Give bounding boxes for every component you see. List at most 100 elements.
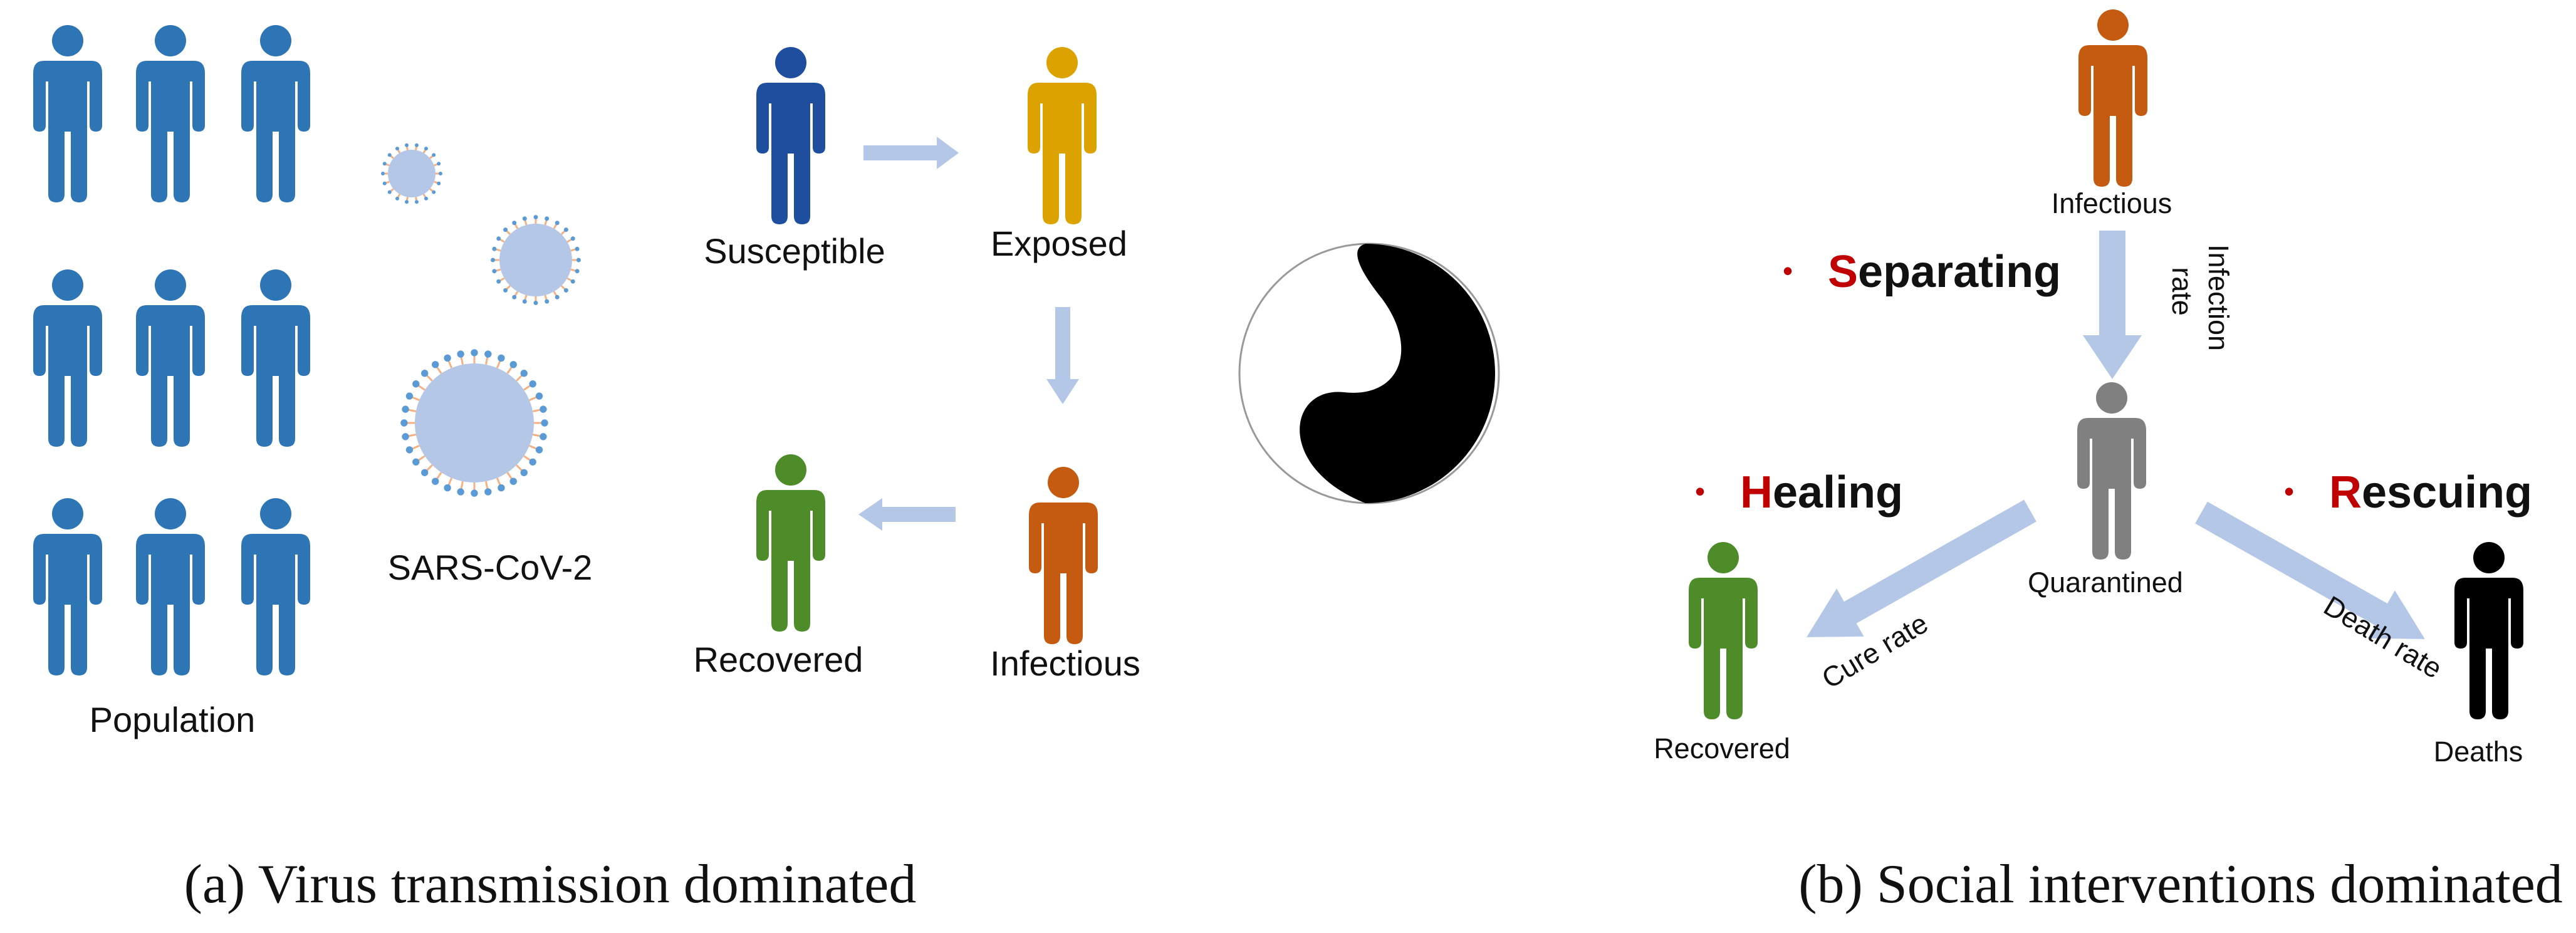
panel-b-arrows <box>1807 231 2425 639</box>
virus-spike-tip <box>424 196 428 201</box>
panel-b: Infectious Quarantined Recovered Deaths … <box>1654 9 2563 915</box>
virus-spike-tip <box>432 153 436 157</box>
separating-label: Separating <box>1828 247 2061 297</box>
bullet: • <box>1783 254 1793 287</box>
virus-spike-tip <box>503 288 508 293</box>
healing-rest: ealing <box>1773 467 1903 518</box>
arrow-icon <box>1046 307 1079 404</box>
person-icon <box>241 25 310 202</box>
person-icon <box>136 498 205 675</box>
seir-arrows <box>858 137 1079 531</box>
virus-spike-tip <box>570 279 575 284</box>
bullet: • <box>2284 475 2294 508</box>
virus-spike-tip <box>503 227 508 232</box>
virus-spike-tip <box>575 269 580 274</box>
virus-spike-tip <box>492 246 497 251</box>
virus-spike-tip <box>509 477 517 485</box>
virus-spike-tip <box>484 488 492 496</box>
virus-spike-tip <box>545 216 550 221</box>
virus-spike-tip <box>414 200 419 204</box>
infectious-person-icon <box>1029 467 1098 644</box>
virus-spike-tip <box>414 143 419 147</box>
virus-spike-tip <box>402 405 409 413</box>
virus-spike-tip <box>533 215 538 220</box>
exposed-label: Exposed <box>991 224 1127 263</box>
healing-label: Healing <box>1740 467 1903 518</box>
virus-spike-tip <box>492 269 497 274</box>
yin-yang-icon <box>1238 242 1500 504</box>
virus-spike-tip <box>509 361 517 368</box>
virus-spike-tip <box>520 469 528 476</box>
bullet: • <box>1695 475 1705 508</box>
virus-label: SARS-CoV-2 <box>388 548 593 587</box>
virus-spike-tip <box>405 446 414 454</box>
virus-spike-tip <box>432 477 439 485</box>
virus-spike-tip <box>471 349 478 357</box>
population-label: Population <box>90 700 256 739</box>
deaths-node-icon <box>2454 542 2523 719</box>
virus-spike-tip <box>382 162 387 166</box>
virus-spike-tip <box>421 370 429 377</box>
virus-spike-tip <box>570 236 575 241</box>
exposed-person-icon <box>1028 47 1097 224</box>
virus-spike-tip <box>540 433 547 440</box>
virus-spike-tip <box>412 380 420 388</box>
virus-spike-tip <box>563 288 568 293</box>
virus-spike-tip <box>555 221 560 226</box>
caption-b: (b) Social interventions dominated <box>1798 854 2563 915</box>
virus-spike-tip <box>444 354 451 362</box>
recovered-person-icon <box>756 454 825 632</box>
deaths-node-label: Deaths <box>2434 736 2523 768</box>
healing-item: • Healing <box>1695 467 1903 518</box>
infectious-node-icon <box>2078 9 2147 187</box>
virus-spike-tip <box>400 419 408 427</box>
virus-spike-tip <box>522 299 527 304</box>
person-icon <box>33 25 102 202</box>
virus-spike-tip <box>405 392 414 400</box>
cure-arrow-icon <box>1807 499 2036 637</box>
healing-initial: H <box>1740 467 1773 518</box>
recovered-label: Recovered <box>694 640 863 679</box>
virus-spike-tip <box>387 190 392 194</box>
virus-spike-tip <box>529 458 536 466</box>
virus-spike-tip <box>540 405 547 413</box>
death-arrow-icon <box>2195 501 2425 639</box>
infectious-label: Infectious <box>990 644 1140 683</box>
virus-spike-tip <box>498 354 505 362</box>
infection-rate-line2: rate <box>2166 267 2198 316</box>
person-icon <box>136 269 205 447</box>
virus-spike-tip <box>529 380 536 388</box>
panel-a: Population SARS-CoV-2 Susceptible Expose… <box>33 25 1500 915</box>
virus-spike-tip <box>457 488 464 496</box>
virus-spike-tip <box>535 392 543 400</box>
infection-rate-line1: Infection <box>2203 244 2234 351</box>
virus-spike-tip <box>555 294 560 300</box>
virus-spike-tip <box>484 350 492 358</box>
virus-spike-tip <box>439 172 442 175</box>
virus-spike-tip <box>382 181 387 185</box>
population-group <box>33 25 310 675</box>
rescuing-item: • Rescuing <box>2284 467 2532 518</box>
caption-a: (a) Virus transmission dominated <box>184 854 917 915</box>
virus-spike-tip <box>498 484 505 492</box>
person-icon <box>33 269 102 447</box>
virus-spike-tip <box>575 246 580 251</box>
virus-spike-tip <box>432 190 436 194</box>
quarantined-node-label: Quarantined <box>2028 566 2183 598</box>
virus-spike-tip <box>437 181 441 185</box>
virus-spike-tip <box>535 446 543 454</box>
virus-spike-tip <box>563 227 568 232</box>
virus-spike-tip <box>491 258 496 263</box>
susceptible-person-icon <box>756 47 825 224</box>
arrow-icon <box>863 137 959 169</box>
virus-spike-tip <box>533 300 538 305</box>
virus-spike-tip <box>496 279 501 284</box>
rescuing-initial: R <box>2329 467 2362 518</box>
virus-spike-tip <box>405 200 409 204</box>
separating-rest: eparating <box>1858 247 2061 297</box>
infectious-node-label: Infectious <box>2052 187 2172 219</box>
virus-spike-tip <box>412 458 420 466</box>
recovered-node-icon <box>1689 542 1758 719</box>
virus-spike-tip <box>395 196 399 201</box>
virus-spike-tip <box>395 147 399 151</box>
